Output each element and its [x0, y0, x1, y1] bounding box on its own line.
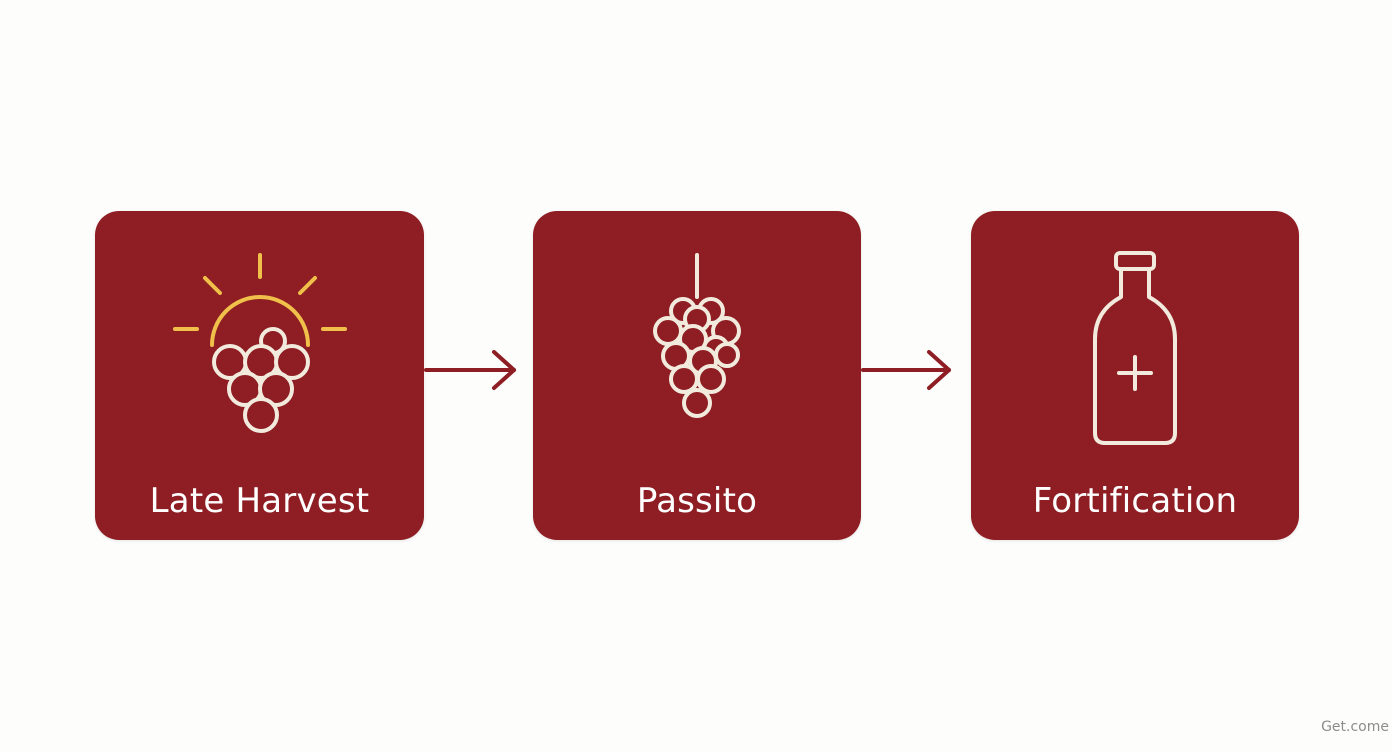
- step-label: Late Harvest: [149, 481, 370, 521]
- bottle-plus-icon: [1093, 251, 1177, 445]
- step-card-late-harvest: Late Harvest: [95, 211, 424, 540]
- step-card-fortification: Fortification: [971, 211, 1299, 540]
- bottle-cap: [1114, 251, 1156, 271]
- sun-arc: [210, 295, 310, 347]
- sun-rays: [173, 253, 347, 347]
- arrow-right-icon: [424, 350, 516, 390]
- step-label: Passito: [636, 481, 758, 521]
- watermark: Get.come: [1321, 719, 1389, 735]
- grape-bunch: [212, 327, 310, 433]
- grape-cluster-icon: [653, 253, 741, 418]
- arrow-right-icon: [861, 350, 951, 390]
- step-label: Fortification: [1032, 481, 1238, 521]
- bottle-body: [1093, 267, 1177, 445]
- step-card-passito: Passito: [533, 211, 861, 540]
- sun-grapes-icon: [173, 253, 347, 433]
